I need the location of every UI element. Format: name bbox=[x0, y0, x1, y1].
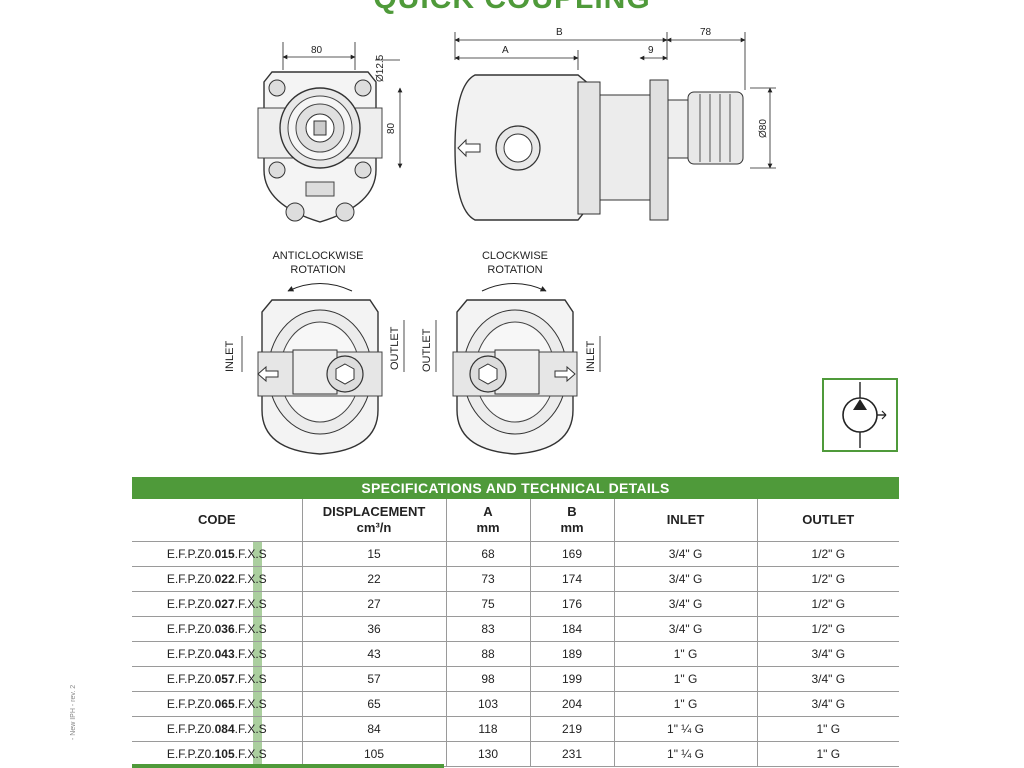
cell-displacement: 15 bbox=[301, 541, 446, 567]
header-outlet: OUTLET bbox=[756, 499, 899, 542]
cell-outlet: 1/2" G bbox=[756, 591, 899, 617]
cell-outlet: 1" G bbox=[756, 716, 899, 742]
side-dim-b: B bbox=[556, 27, 563, 38]
cell-outlet: 3/4" G bbox=[756, 691, 899, 717]
cell-code: E.F.P.Z0.043.F.X.S bbox=[132, 641, 302, 667]
bottom-accent-bar bbox=[132, 764, 444, 768]
cell-displacement: 84 bbox=[301, 716, 446, 742]
cell-code: E.F.P.Z0.036.F.X.S bbox=[132, 616, 302, 642]
cell-code: E.F.P.Z0.084.F.X.S bbox=[132, 716, 302, 742]
cell-inlet: 1" G bbox=[613, 691, 757, 717]
cell-b: 231 bbox=[529, 741, 614, 767]
specs-title: SPECIFICATIONS AND TECHNICAL DETAILS bbox=[132, 477, 899, 499]
front-dim-diameter: Ø12.5 bbox=[375, 54, 386, 82]
cell-inlet: 3/4" G bbox=[613, 591, 757, 617]
anticlockwise-label-line2: ROTATION bbox=[290, 264, 345, 276]
cell-a: 68 bbox=[445, 541, 530, 567]
front-dim-height: 80 bbox=[386, 122, 397, 134]
cell-code: E.F.P.Z0.105.F.X.S bbox=[132, 741, 302, 767]
anticlockwise-right-port: OUTLET bbox=[389, 326, 401, 370]
side-note: - New IPH - rev. 2 bbox=[70, 684, 77, 740]
cell-a: 103 bbox=[445, 691, 530, 717]
cell-a: 118 bbox=[445, 716, 530, 742]
cell-outlet: 3/4" G bbox=[756, 641, 899, 667]
cell-displacement: 57 bbox=[301, 666, 446, 692]
cell-b: 169 bbox=[529, 541, 614, 567]
cell-displacement: 65 bbox=[301, 691, 446, 717]
side-dim-9: 9 bbox=[648, 45, 654, 56]
anticlockwise-left-port: INLET bbox=[224, 341, 236, 372]
cell-displacement: 36 bbox=[301, 616, 446, 642]
clockwise-label-line1: CLOCKWISE bbox=[482, 250, 548, 262]
cell-inlet: 1" G bbox=[613, 666, 757, 692]
cell-code: E.F.P.Z0.065.F.X.S bbox=[132, 691, 302, 717]
cell-a: 75 bbox=[445, 591, 530, 617]
cell-inlet: 1" ¼ G bbox=[613, 741, 757, 767]
front-view-drawing: 80 Ø12.5 80 bbox=[257, 42, 403, 223]
side-dim-a: A bbox=[502, 45, 509, 56]
anticlockwise-view-drawing: ANTICLOCKWISE ROTATION INLET OUTLET bbox=[224, 250, 405, 455]
cell-code: E.F.P.Z0.057.F.X.S bbox=[132, 666, 302, 692]
header-code: CODE bbox=[132, 499, 302, 542]
page-title: QUICK COUPLING bbox=[0, 0, 1024, 16]
cell-inlet: 1" G bbox=[613, 641, 757, 667]
cell-b: 199 bbox=[529, 666, 614, 692]
cell-displacement: 22 bbox=[301, 566, 446, 592]
cell-outlet: 1/2" G bbox=[756, 566, 899, 592]
cell-outlet: 3/4" G bbox=[756, 666, 899, 692]
cell-b: 184 bbox=[529, 616, 614, 642]
technical-drawings: 80 Ø12.5 80 B 78 A 9 Ø80 bbox=[224, 27, 776, 455]
side-view-drawing: B 78 A 9 Ø80 bbox=[454, 27, 776, 221]
cell-b: 219 bbox=[529, 716, 614, 742]
cell-code: E.F.P.Z0.027.F.X.S bbox=[132, 591, 302, 617]
hydraulic-pump-symbol-icon bbox=[842, 382, 887, 448]
hydraulic-symbol-box bbox=[822, 378, 898, 452]
clockwise-right-port: INLET bbox=[585, 341, 597, 372]
clockwise-left-port: OUTLET bbox=[421, 328, 433, 372]
cell-displacement: 27 bbox=[301, 591, 446, 617]
cell-b: 174 bbox=[529, 566, 614, 592]
cell-inlet: 3/4" G bbox=[613, 541, 757, 567]
cell-outlet: 1/2" G bbox=[756, 541, 899, 567]
cell-a: 83 bbox=[445, 616, 530, 642]
side-dim-diameter: Ø80 bbox=[758, 119, 769, 138]
side-dim-78: 78 bbox=[700, 27, 712, 38]
cell-code: E.F.P.Z0.015.F.X.S bbox=[132, 541, 302, 567]
cell-b: 189 bbox=[529, 641, 614, 667]
cell-code: E.F.P.Z0.022.F.X.S bbox=[132, 566, 302, 592]
header-inlet: INLET bbox=[613, 499, 757, 542]
cell-inlet: 3/4" G bbox=[613, 566, 757, 592]
cell-b: 204 bbox=[529, 691, 614, 717]
cell-a: 98 bbox=[445, 666, 530, 692]
clockwise-view-drawing: CLOCKWISE ROTATION OUTLET INLET bbox=[421, 250, 601, 455]
cell-a: 88 bbox=[445, 641, 530, 667]
cell-displacement: 43 bbox=[301, 641, 446, 667]
cell-inlet: 1" ¼ G bbox=[613, 716, 757, 742]
anticlockwise-label-line1: ANTICLOCKWISE bbox=[272, 250, 363, 262]
cell-outlet: 1/2" G bbox=[756, 616, 899, 642]
cell-displacement: 105 bbox=[301, 741, 446, 767]
front-dim-width: 80 bbox=[311, 45, 323, 56]
cell-b: 176 bbox=[529, 591, 614, 617]
cell-a: 130 bbox=[445, 741, 530, 767]
clockwise-label-line2: ROTATION bbox=[487, 264, 542, 276]
cell-a: 73 bbox=[445, 566, 530, 592]
cell-outlet: 1" G bbox=[756, 741, 899, 767]
cell-inlet: 3/4" G bbox=[613, 616, 757, 642]
